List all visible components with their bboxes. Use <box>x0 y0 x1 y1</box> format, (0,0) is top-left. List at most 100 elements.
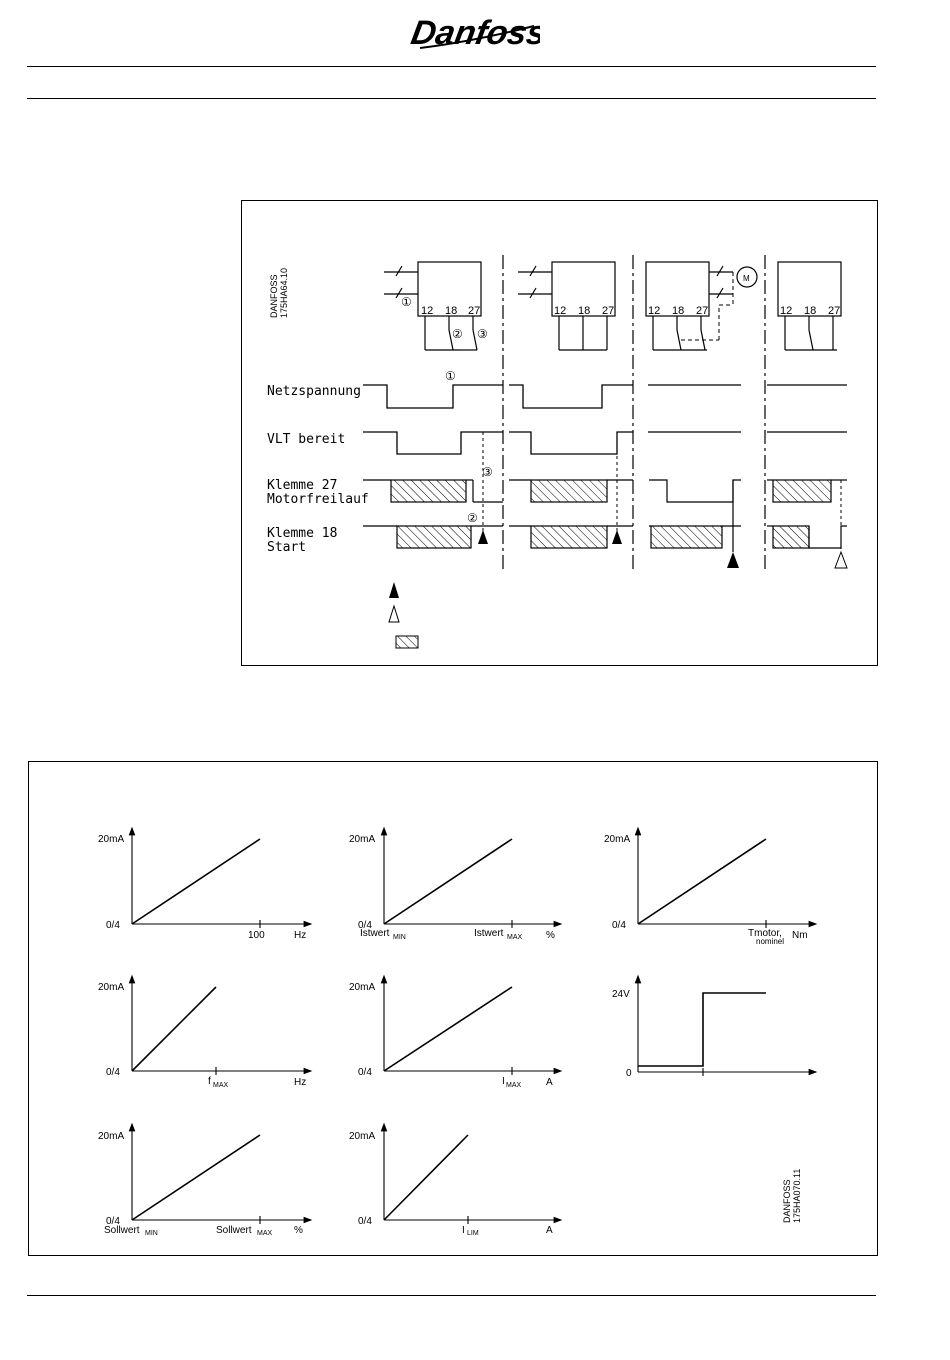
svg-text:Sollwert: Sollwert <box>104 1225 140 1236</box>
svg-text:20mA: 20mA <box>98 982 124 993</box>
svg-text:Istwert: Istwert <box>360 928 390 939</box>
svg-text:Motorfreilauf: Motorfreilauf <box>267 492 369 507</box>
label-klemme18: Klemme 18 <box>267 526 337 541</box>
label-vlt-bereit: VLT bereit <box>267 432 345 447</box>
svg-text:20mA: 20mA <box>349 1131 375 1142</box>
svg-text:I: I <box>502 1076 505 1087</box>
svg-text:MAX: MAX <box>507 934 523 941</box>
svg-text:20mA: 20mA <box>349 834 375 845</box>
svg-text:Hz: Hz <box>294 1077 306 1088</box>
svg-text:0/4: 0/4 <box>358 1067 372 1078</box>
legend-hatch <box>395 635 419 649</box>
timing-diagram-code: DANFOSS 175HA64.10 <box>269 268 289 318</box>
chart-8 <box>380 1122 563 1224</box>
svg-text:Sollwert: Sollwert <box>216 1225 252 1236</box>
chart-1 <box>128 826 313 928</box>
svg-text:%: % <box>294 1225 303 1236</box>
row-labels: Netzspannung VLT bereit Klemme 27 Motorf… <box>267 384 369 555</box>
svg-text:27: 27 <box>696 305 708 317</box>
svg-text:Tmotor,: Tmotor, <box>748 928 782 939</box>
svg-text:MIN: MIN <box>393 934 406 941</box>
circuit-col4 <box>777 261 842 351</box>
column-separators <box>502 255 766 570</box>
svg-text:27: 27 <box>468 305 480 317</box>
svg-text:20mA: 20mA <box>349 982 375 993</box>
vlt-bereit-wave <box>363 431 847 455</box>
legend-filled-triangle <box>389 582 399 598</box>
svg-text:Start: Start <box>267 540 306 555</box>
svg-text:A: A <box>546 1077 553 1088</box>
svg-text:175HA070.11: 175HA070.11 <box>792 1169 802 1223</box>
svg-text:nominel: nominel <box>756 937 784 946</box>
header-rule-top <box>27 66 876 67</box>
svg-text:Hz: Hz <box>294 930 306 941</box>
svg-text:18: 18 <box>445 305 457 317</box>
svg-text:f: f <box>208 1076 211 1087</box>
svg-text:20mA: 20mA <box>604 834 630 845</box>
label-netzspannung: Netzspannung <box>267 384 361 399</box>
circuit-col1 <box>384 261 482 351</box>
svg-text:DANFOSS: DANFOSS <box>269 274 279 318</box>
chart-2 <box>380 826 563 928</box>
svg-text:LIM: LIM <box>467 1230 479 1237</box>
chart-3 <box>634 826 818 928</box>
chart-4 <box>128 974 313 1075</box>
svg-text:0/4: 0/4 <box>358 1216 372 1227</box>
danfoss-logo: Danfoss <box>410 14 540 52</box>
svg-text:M: M <box>743 274 750 283</box>
output-graphs-code: DANFOSS 175HA070.11 <box>782 1169 802 1223</box>
svg-text:③: ③ <box>482 465 493 479</box>
klemme27-wave <box>363 479 847 503</box>
svg-text:12: 12 <box>421 305 433 317</box>
svg-text:12: 12 <box>648 305 660 317</box>
svg-text:20mA: 20mA <box>98 1131 124 1142</box>
timing-diagram: DANFOSS 175HA64.10 12 18 27 ① ② ③ <box>267 255 848 649</box>
svg-text:0/4: 0/4 <box>106 1067 120 1078</box>
svg-text:②: ② <box>452 327 463 341</box>
chart-7 <box>128 1122 313 1224</box>
output-graphs: 20mA 0/4 100 Hz 20mA 0/4 Istwert MIN Ist… <box>98 826 818 1237</box>
svg-text:100: 100 <box>248 930 265 941</box>
svg-text:12: 12 <box>780 305 792 317</box>
svg-text:0: 0 <box>626 1068 632 1079</box>
legend-open-triangle <box>388 604 400 623</box>
svg-text:③: ③ <box>477 327 488 341</box>
svg-text:MAX: MAX <box>506 1082 522 1089</box>
svg-text:A: A <box>546 1225 553 1236</box>
svg-text:27: 27 <box>602 305 614 317</box>
svg-text:MAX: MAX <box>257 1230 273 1237</box>
svg-text:27: 27 <box>828 305 840 317</box>
svg-text:Nm: Nm <box>792 930 808 941</box>
footer-rule <box>27 1295 876 1296</box>
chart-6 <box>634 974 818 1076</box>
circuit-col2 <box>518 261 616 351</box>
circuit-col1-labels: 12 18 27 ① ② ③ <box>401 295 488 341</box>
svg-text:18: 18 <box>804 305 816 317</box>
svg-text:20mA: 20mA <box>98 834 124 845</box>
header-rule-bottom <box>27 98 876 99</box>
svg-text:I: I <box>462 1225 465 1236</box>
svg-text:%: % <box>546 930 555 941</box>
svg-text:DANFOSS: DANFOSS <box>782 1179 792 1223</box>
label-klemme27: Klemme 27 <box>267 478 337 493</box>
svg-text:①: ① <box>445 369 456 383</box>
netzspannung-wave <box>363 384 847 409</box>
output-graphs-frame <box>28 761 878 1256</box>
chart-5 <box>380 974 563 1075</box>
timing-diagram-frame <box>241 200 878 666</box>
svg-text:MAX: MAX <box>213 1082 229 1089</box>
svg-text:12: 12 <box>554 305 566 317</box>
svg-text:0/4: 0/4 <box>358 920 372 931</box>
circuit-col3 <box>645 261 758 351</box>
svg-text:②: ② <box>467 511 478 525</box>
svg-text:24V: 24V <box>612 989 630 1000</box>
svg-text:MIN: MIN <box>145 1230 158 1237</box>
svg-text:175HA64.10: 175HA64.10 <box>279 268 289 318</box>
svg-text:0/4: 0/4 <box>612 920 626 931</box>
svg-text:0/4: 0/4 <box>106 1216 120 1227</box>
svg-text:18: 18 <box>578 305 590 317</box>
svg-text:①: ① <box>401 295 412 309</box>
svg-text:18: 18 <box>672 305 684 317</box>
svg-text:0/4: 0/4 <box>106 920 120 931</box>
svg-text:Istwert: Istwert <box>474 928 504 939</box>
